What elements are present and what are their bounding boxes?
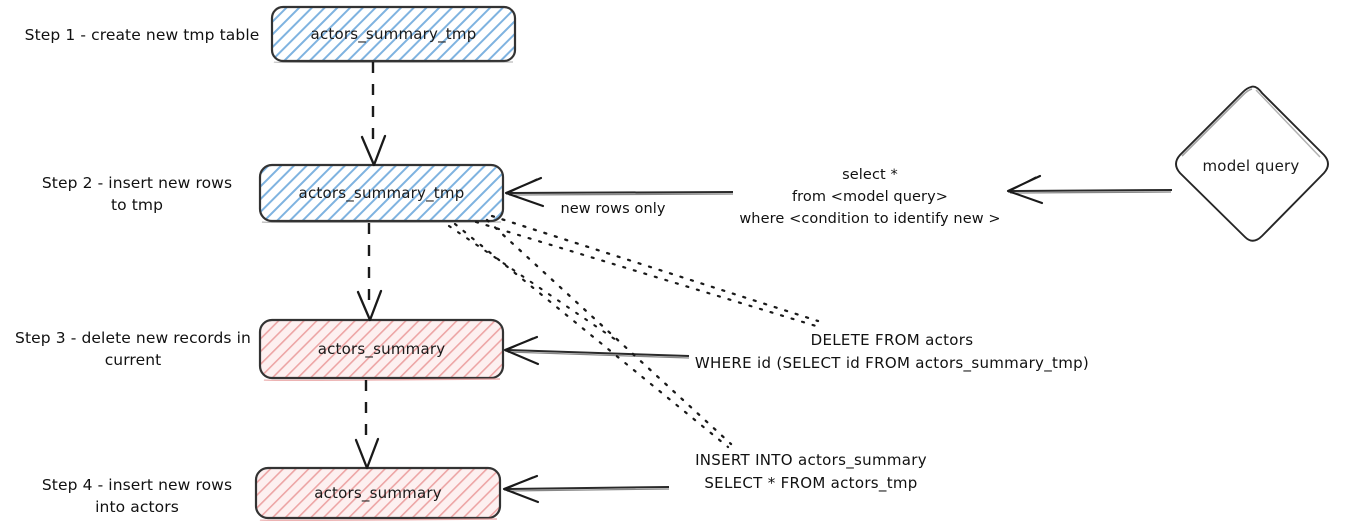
edge-tmp2-to-delete-note (474, 214, 820, 328)
edge-label-model-select: select * from <model query> where <condi… (739, 167, 1001, 227)
step-label-1: Step 1 - create new tmp table (24, 26, 260, 44)
step-label-4: Step 4 - insert new rows into actors (41, 476, 233, 517)
node-tmp-1-label: actors_summary_tmp (310, 25, 477, 43)
edge-tmp2-to-target3 (356, 223, 383, 322)
node-tmp-2-shape[interactable] (258, 163, 505, 223)
node-target-3-shape[interactable] (258, 318, 505, 382)
edge-label-new-rows-only: new rows only (560, 201, 666, 217)
edge-delete-to-target3 (503, 335, 690, 366)
edge-tmp1-to-tmp2 (360, 62, 387, 167)
node-target-4-shape[interactable] (254, 466, 502, 522)
edge-label-insert-sql: INSERT INTO actors_summary SELECT * FROM… (695, 451, 927, 492)
edge-modelquery-to-tmp2 (504, 174, 1173, 208)
node-target-4-label: actors_summary (314, 484, 442, 502)
node-target-3-label: actors_summary (317, 340, 446, 358)
step-label-2: Step 2 - insert new rows to tmp (41, 174, 233, 215)
node-tmp-2-label: actors_summary_tmp (298, 184, 465, 202)
edge-insert-to-target4 (502, 474, 670, 504)
edge-tmp2-to-insert-note (447, 218, 733, 449)
edge-target3-to-target4 (354, 380, 380, 470)
step-label-3: Step 3 - delete new records in current (15, 329, 251, 370)
edge-label-delete-sql: DELETE FROM actors WHERE id (SELECT id F… (694, 331, 1090, 372)
node-model-query-label: model query (1202, 157, 1300, 175)
node-tmp-1-shape[interactable] (270, 5, 517, 63)
node-model-query-shape[interactable] (1175, 85, 1329, 242)
